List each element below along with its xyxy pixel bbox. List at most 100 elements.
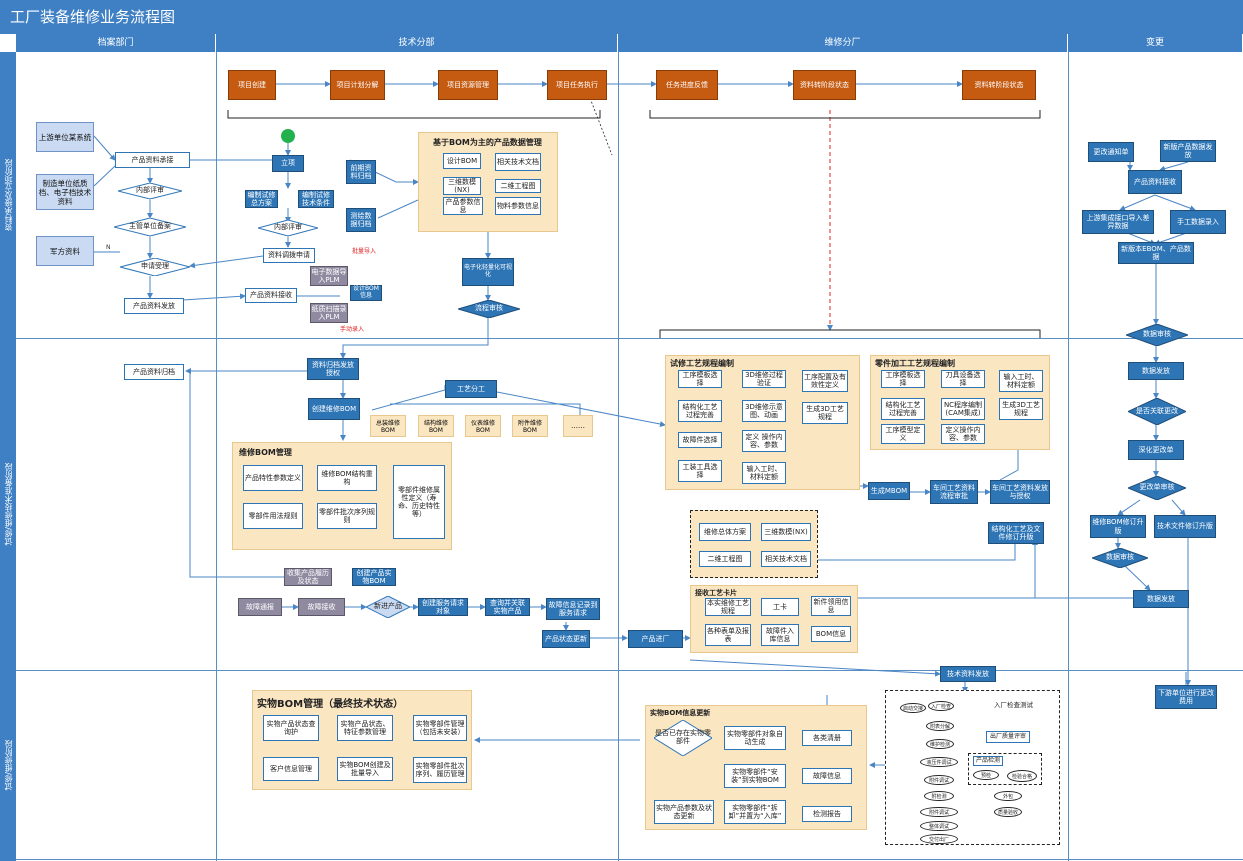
- archive-product-box[interactable]: 产品资料归档: [124, 364, 184, 380]
- shop-release-box[interactable]: 车间工艺资料发放与授权: [990, 480, 1050, 504]
- mbom-restructure[interactable]: 维修BOM结构重构: [317, 465, 377, 491]
- t-fault[interactable]: 故障件选择: [678, 432, 722, 448]
- military-data-box[interactable]: 军方资料: [36, 236, 94, 266]
- plan-total[interactable]: 维修总体方案: [699, 523, 751, 541]
- plan-split-step[interactable]: 项目计划分解: [330, 70, 385, 100]
- receive-data-box[interactable]: 产品资料承接: [115, 152, 190, 168]
- shop-review-box[interactable]: 车间工艺资料流程审批: [930, 480, 978, 504]
- downstream-cost-box[interactable]: 下游单位进行更改费用: [1155, 685, 1217, 709]
- plan-overall-box[interactable]: 编制试修总方案: [245, 190, 278, 208]
- mbom-batch-rule[interactable]: 零部件批次序列规则: [317, 503, 377, 529]
- fault-report-box[interactable]: 故障通报: [238, 598, 282, 616]
- doc-revise-box[interactable]: 技术文件修订升版: [1154, 515, 1216, 538]
- card-workcard[interactable]: 工卡: [761, 598, 799, 616]
- data-release-box[interactable]: 数据发放: [1128, 362, 1184, 380]
- struct-revise-box[interactable]: 结构化工艺及文件修订升版: [988, 522, 1044, 544]
- data-review-decision[interactable]: 数据审核: [1126, 324, 1188, 346]
- final-status-param[interactable]: 实物产品状态、特征参数管理: [337, 715, 393, 741]
- e-import-box[interactable]: 电子数据导入PLM: [310, 266, 348, 286]
- new-product-decision[interactable]: 新进产品: [366, 596, 410, 618]
- mbom-usage-rule[interactable]: 零部件用法规则: [243, 503, 303, 529]
- p-struct[interactable]: 结构化工艺过程完善: [881, 398, 925, 420]
- ibom-list[interactable]: 各类清册: [802, 730, 852, 746]
- upstream-system-box[interactable]: 上游单位某系统: [36, 122, 94, 152]
- create-service-box[interactable]: 创建服务请求对象: [418, 598, 468, 616]
- t-struct[interactable]: 结构化工艺过程完善: [678, 400, 722, 422]
- deep-change-box[interactable]: 深化更改单: [1128, 440, 1184, 460]
- survey-archive-box[interactable]: 测绘数据归档: [346, 208, 376, 232]
- query-link-box[interactable]: 查询并关联实物产品: [485, 598, 530, 616]
- archive-release-box[interactable]: 资料归档发放授权: [307, 358, 359, 380]
- change-receive-box[interactable]: 产品资料接收: [1128, 170, 1182, 194]
- ibom-remove[interactable]: 实物零部件“拆卸”并置为“入库”: [724, 800, 786, 824]
- pdm-design-bom[interactable]: 设计BOM: [443, 153, 481, 169]
- ibom-install[interactable]: 实物零部件“安装”到实物BOM: [724, 764, 786, 788]
- change-review-decision[interactable]: 更改单审核: [1128, 476, 1186, 500]
- is-affect-decision[interactable]: 是否关联更改: [1128, 398, 1186, 425]
- t-config[interactable]: 工序配置及有效性定义: [802, 370, 848, 392]
- t-hours[interactable]: 输入工时、材料定额: [742, 462, 786, 484]
- p-define[interactable]: 定义操作内容、参数: [941, 424, 985, 444]
- stage-state-step-2[interactable]: 资料转阶段状态: [962, 70, 1036, 100]
- internal-review-decision[interactable]: 内部评审: [118, 183, 182, 199]
- dash-doc[interactable]: 相关技术文档: [761, 551, 811, 567]
- struct-bom[interactable]: 结构维修BOM: [418, 415, 454, 437]
- final-bom-create[interactable]: 实物BOM创建及批量导入: [337, 757, 393, 781]
- craft-split-box[interactable]: 工艺分工: [445, 380, 497, 398]
- collect-history-box[interactable]: 收集产品履历及状态: [284, 568, 332, 586]
- digitize-box[interactable]: 电子化轻量化可视化: [462, 258, 514, 286]
- card-parts[interactable]: 新件领用信息: [811, 596, 851, 616]
- flow-review-decision[interactable]: 流程审核: [458, 300, 520, 318]
- bom-revise-box[interactable]: 维修BOM修订升版: [1090, 515, 1146, 538]
- t-template[interactable]: 工序模板选择: [678, 370, 722, 388]
- status-update-box[interactable]: 产品状态更新: [542, 630, 590, 648]
- apply-accept-decision[interactable]: 申请受理: [120, 258, 190, 276]
- t-3d-show[interactable]: 3D维修示意图、动画: [742, 400, 786, 422]
- resource-mgmt-step[interactable]: 项目资源管理: [438, 70, 498, 100]
- project-create-step[interactable]: 项目创建: [228, 70, 276, 100]
- apply-borrow-box[interactable]: 资料调拨申请: [263, 248, 315, 263]
- pdm-2d[interactable]: 二维工程图: [495, 179, 541, 193]
- dash-3d[interactable]: 三维数模(NX): [761, 523, 811, 541]
- create-mbom-box[interactable]: 创建维修BOM: [308, 398, 360, 420]
- card-craft[interactable]: 本实维修工艺规程: [705, 598, 751, 616]
- final-customer[interactable]: 客户信息管理: [263, 757, 319, 781]
- p-tool[interactable]: 刀具设备选择: [941, 370, 985, 388]
- design-bom-box[interactable]: 设计BOM信息: [350, 285, 382, 301]
- change-notice-box[interactable]: 更改通知单: [1088, 142, 1134, 162]
- pdm-tech-doc[interactable]: 相关技术文档: [495, 153, 541, 171]
- t-3d-verify[interactable]: 3D维修过程验证: [742, 370, 786, 388]
- task-exec-step[interactable]: 项目任务执行: [547, 70, 607, 100]
- p-template[interactable]: 工序模板选择: [881, 370, 925, 388]
- new-data-release-box[interactable]: 新版产品数据发放: [1160, 140, 1216, 162]
- paper-import-box[interactable]: 纸质扫描录入PLM: [310, 303, 348, 323]
- fault-receive-box[interactable]: 故障接收: [298, 598, 345, 616]
- receive-product-box[interactable]: 产品资料接收: [245, 288, 297, 303]
- gen-mbom-box[interactable]: 生成MBOM: [868, 482, 910, 500]
- accessory-bom[interactable]: 附件维修BOM: [512, 415, 548, 437]
- data-review-2-decision[interactable]: 数据审核: [1092, 548, 1148, 568]
- manual-input-box[interactable]: 手工数据录入: [1170, 210, 1226, 234]
- paper-archive-box[interactable]: 制造单位纸质档、电子档技术资料: [36, 174, 94, 210]
- internal-review-2-decision[interactable]: 内部评审: [258, 220, 318, 236]
- ibom-auto-gen[interactable]: 实物零部件对象自动生成: [724, 726, 786, 750]
- release-data-box[interactable]: 产品资料发放: [124, 298, 184, 314]
- data-release-2-box[interactable]: 数据发放: [1133, 590, 1189, 608]
- lixiang-box[interactable]: 立项: [272, 155, 304, 172]
- t-define[interactable]: 定义 操作内容、参数: [742, 430, 786, 452]
- stage-state-step[interactable]: 资料转阶段状态: [793, 70, 856, 100]
- ibom-exists-decision[interactable]: 是否已存在实物零部件: [654, 720, 712, 756]
- final-batch-mgmt[interactable]: 实物零部件批次序列、履历管理: [413, 757, 467, 783]
- product-enter-box[interactable]: 产品进厂: [628, 630, 683, 648]
- create-instance-bom-box[interactable]: 创建产品实物BOM: [352, 568, 396, 586]
- pdm-param[interactable]: 产品参数信息: [443, 197, 483, 215]
- assembly-bom[interactable]: 总装维修BOM: [370, 415, 406, 437]
- pdm-3d[interactable]: 三维数模(NX): [443, 177, 481, 195]
- mbom-feature[interactable]: 产品特性参数定义: [243, 465, 303, 491]
- final-status-query[interactable]: 实物产品状态查询护: [263, 715, 319, 741]
- progress-feedback-step[interactable]: 任务进度反馈: [656, 70, 718, 100]
- card-fault[interactable]: 故障件入库信息: [761, 624, 799, 646]
- dash-2d[interactable]: 二维工程图: [699, 551, 751, 567]
- instr-bom[interactable]: 仪表维修BOM: [465, 415, 501, 437]
- p-hours[interactable]: 输入工时、材料定额: [999, 370, 1043, 392]
